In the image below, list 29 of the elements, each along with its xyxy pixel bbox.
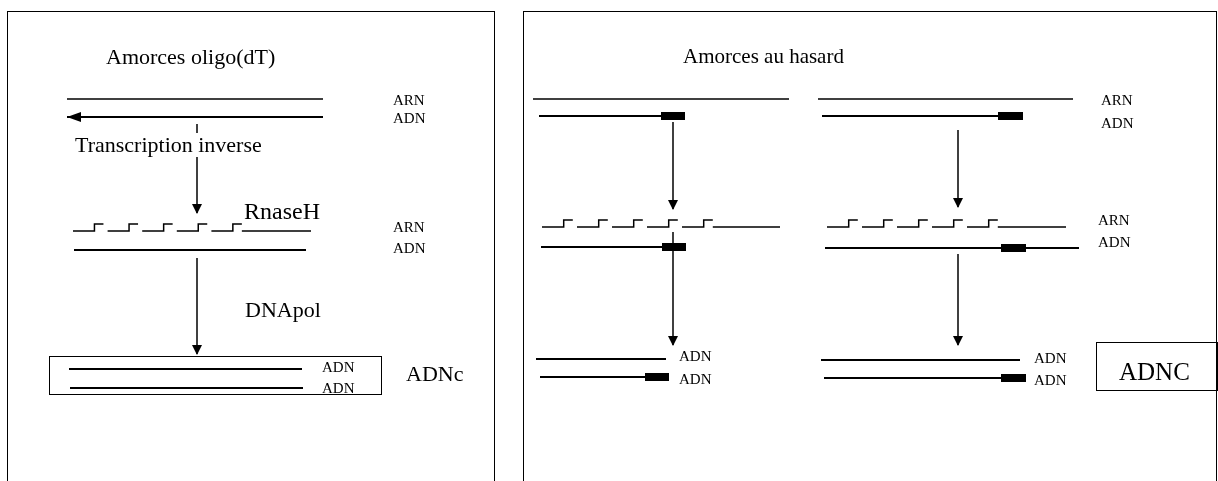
strand-label: ADN [1101,116,1134,131]
strand-label: ADN [322,381,355,396]
strand-label: ADN [1034,351,1067,366]
node-caption: RnaseH [244,199,320,223]
strand-label: ADN [393,241,426,256]
strand-label: ADN [1034,373,1067,388]
strand-label: ARN [1098,213,1130,228]
edge-label: Transcription inverse [73,133,264,157]
strand-label: ADN [679,349,712,364]
node-caption: ADNc [406,363,464,385]
arrow [668,121,678,210]
panel-title: Amorces au hasard [683,46,844,67]
strand-label: ADN [679,372,712,387]
arrow [192,257,202,355]
panel-title: Amorces oligo(dT) [106,46,276,68]
box-label: ADNC [1119,359,1190,384]
panel-frame [7,11,495,481]
strand-label: ARN [393,220,425,235]
strand-label: ADN [322,360,355,375]
arrow [668,231,678,346]
panel-frame [523,11,1217,481]
label-box [49,356,382,395]
strand-label: ADN [393,111,426,126]
strand-label: ADN [1098,235,1131,250]
arrow [953,253,963,346]
arrow [953,129,963,208]
label-box [1096,342,1218,391]
strand-label: ARN [393,93,425,108]
strand-label: ARN [1101,93,1133,108]
